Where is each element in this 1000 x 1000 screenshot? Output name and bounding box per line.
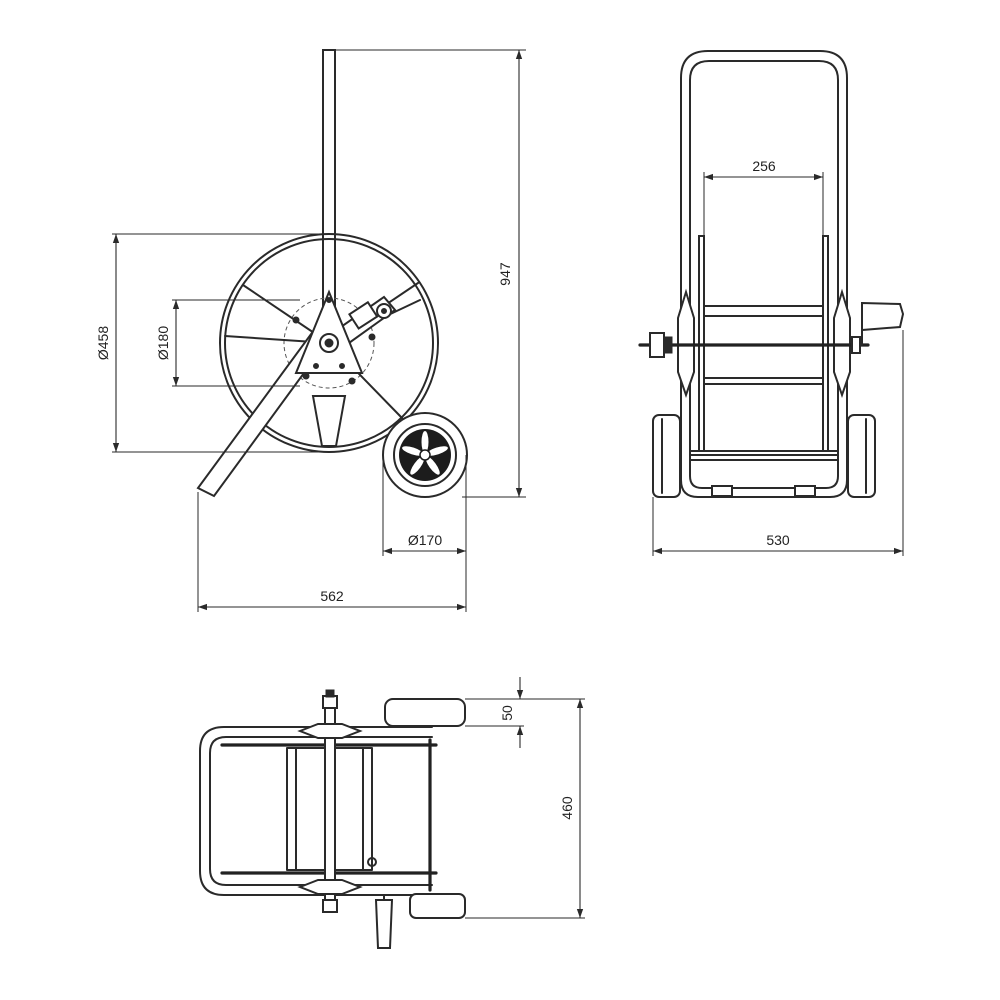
top-axle-nut <box>322 695 338 709</box>
top-crank-handle <box>374 899 394 949</box>
depth-dimension: 460 <box>559 699 584 918</box>
top-view: 50 460 <box>199 677 585 949</box>
top-wheel-lower <box>409 893 466 919</box>
front-wheel-right <box>847 414 876 498</box>
side-extension-lines <box>112 49 526 612</box>
crank-handle <box>861 301 905 332</box>
crank-grip <box>348 300 379 330</box>
inner-width-label: 256 <box>752 158 776 174</box>
hub-bolt <box>368 333 376 341</box>
reel-diameter-dimension: Ø458 <box>95 234 120 452</box>
wheel-diameter-dimension: Ø170 <box>383 532 466 555</box>
front-wheel-left <box>652 414 681 498</box>
wheel-thickness-label: 50 <box>499 705 515 721</box>
hub-diameter-label: Ø180 <box>155 326 171 360</box>
hub-bolt <box>302 372 310 380</box>
hub-diameter-dimension: Ø180 <box>155 300 180 386</box>
top-wheel-upper <box>384 698 466 727</box>
height-dimension: 947 <box>497 50 523 497</box>
depth-label: 460 <box>559 796 575 820</box>
top-frame-outer <box>199 726 433 896</box>
reel-diameter-label: Ø458 <box>95 326 111 360</box>
wheel-thickness-dimension: 50 <box>499 677 524 748</box>
top-flange-upper <box>297 723 363 739</box>
hub-bolt <box>348 377 356 385</box>
axle-nut <box>663 336 673 354</box>
top-flange-lower <box>297 879 363 895</box>
height-label: 947 <box>497 262 513 286</box>
side-view: 947 Ø458 Ø180 Ø170 562 <box>95 49 526 612</box>
top-frame-inner <box>209 736 433 886</box>
wheel-diameter-label: Ø170 <box>408 532 442 548</box>
frame-inner <box>689 60 839 489</box>
front-view: 256 530 <box>638 50 905 556</box>
side-wheel <box>382 412 468 498</box>
frame-outer <box>680 50 848 498</box>
ratchet <box>367 857 377 867</box>
frame-wedge <box>311 395 347 447</box>
length-dimension: 562 <box>198 588 466 611</box>
overall-width-dimension: 530 <box>653 532 903 555</box>
length-label: 562 <box>320 588 344 604</box>
drum-top <box>703 305 824 317</box>
foot-left <box>711 485 733 497</box>
inner-width-dimension: 256 <box>704 158 823 181</box>
center-plate <box>294 289 364 374</box>
foot-right <box>794 485 816 497</box>
axle-nut <box>649 332 665 358</box>
overall-width-label: 530 <box>766 532 790 548</box>
hub-bolt <box>292 316 300 324</box>
